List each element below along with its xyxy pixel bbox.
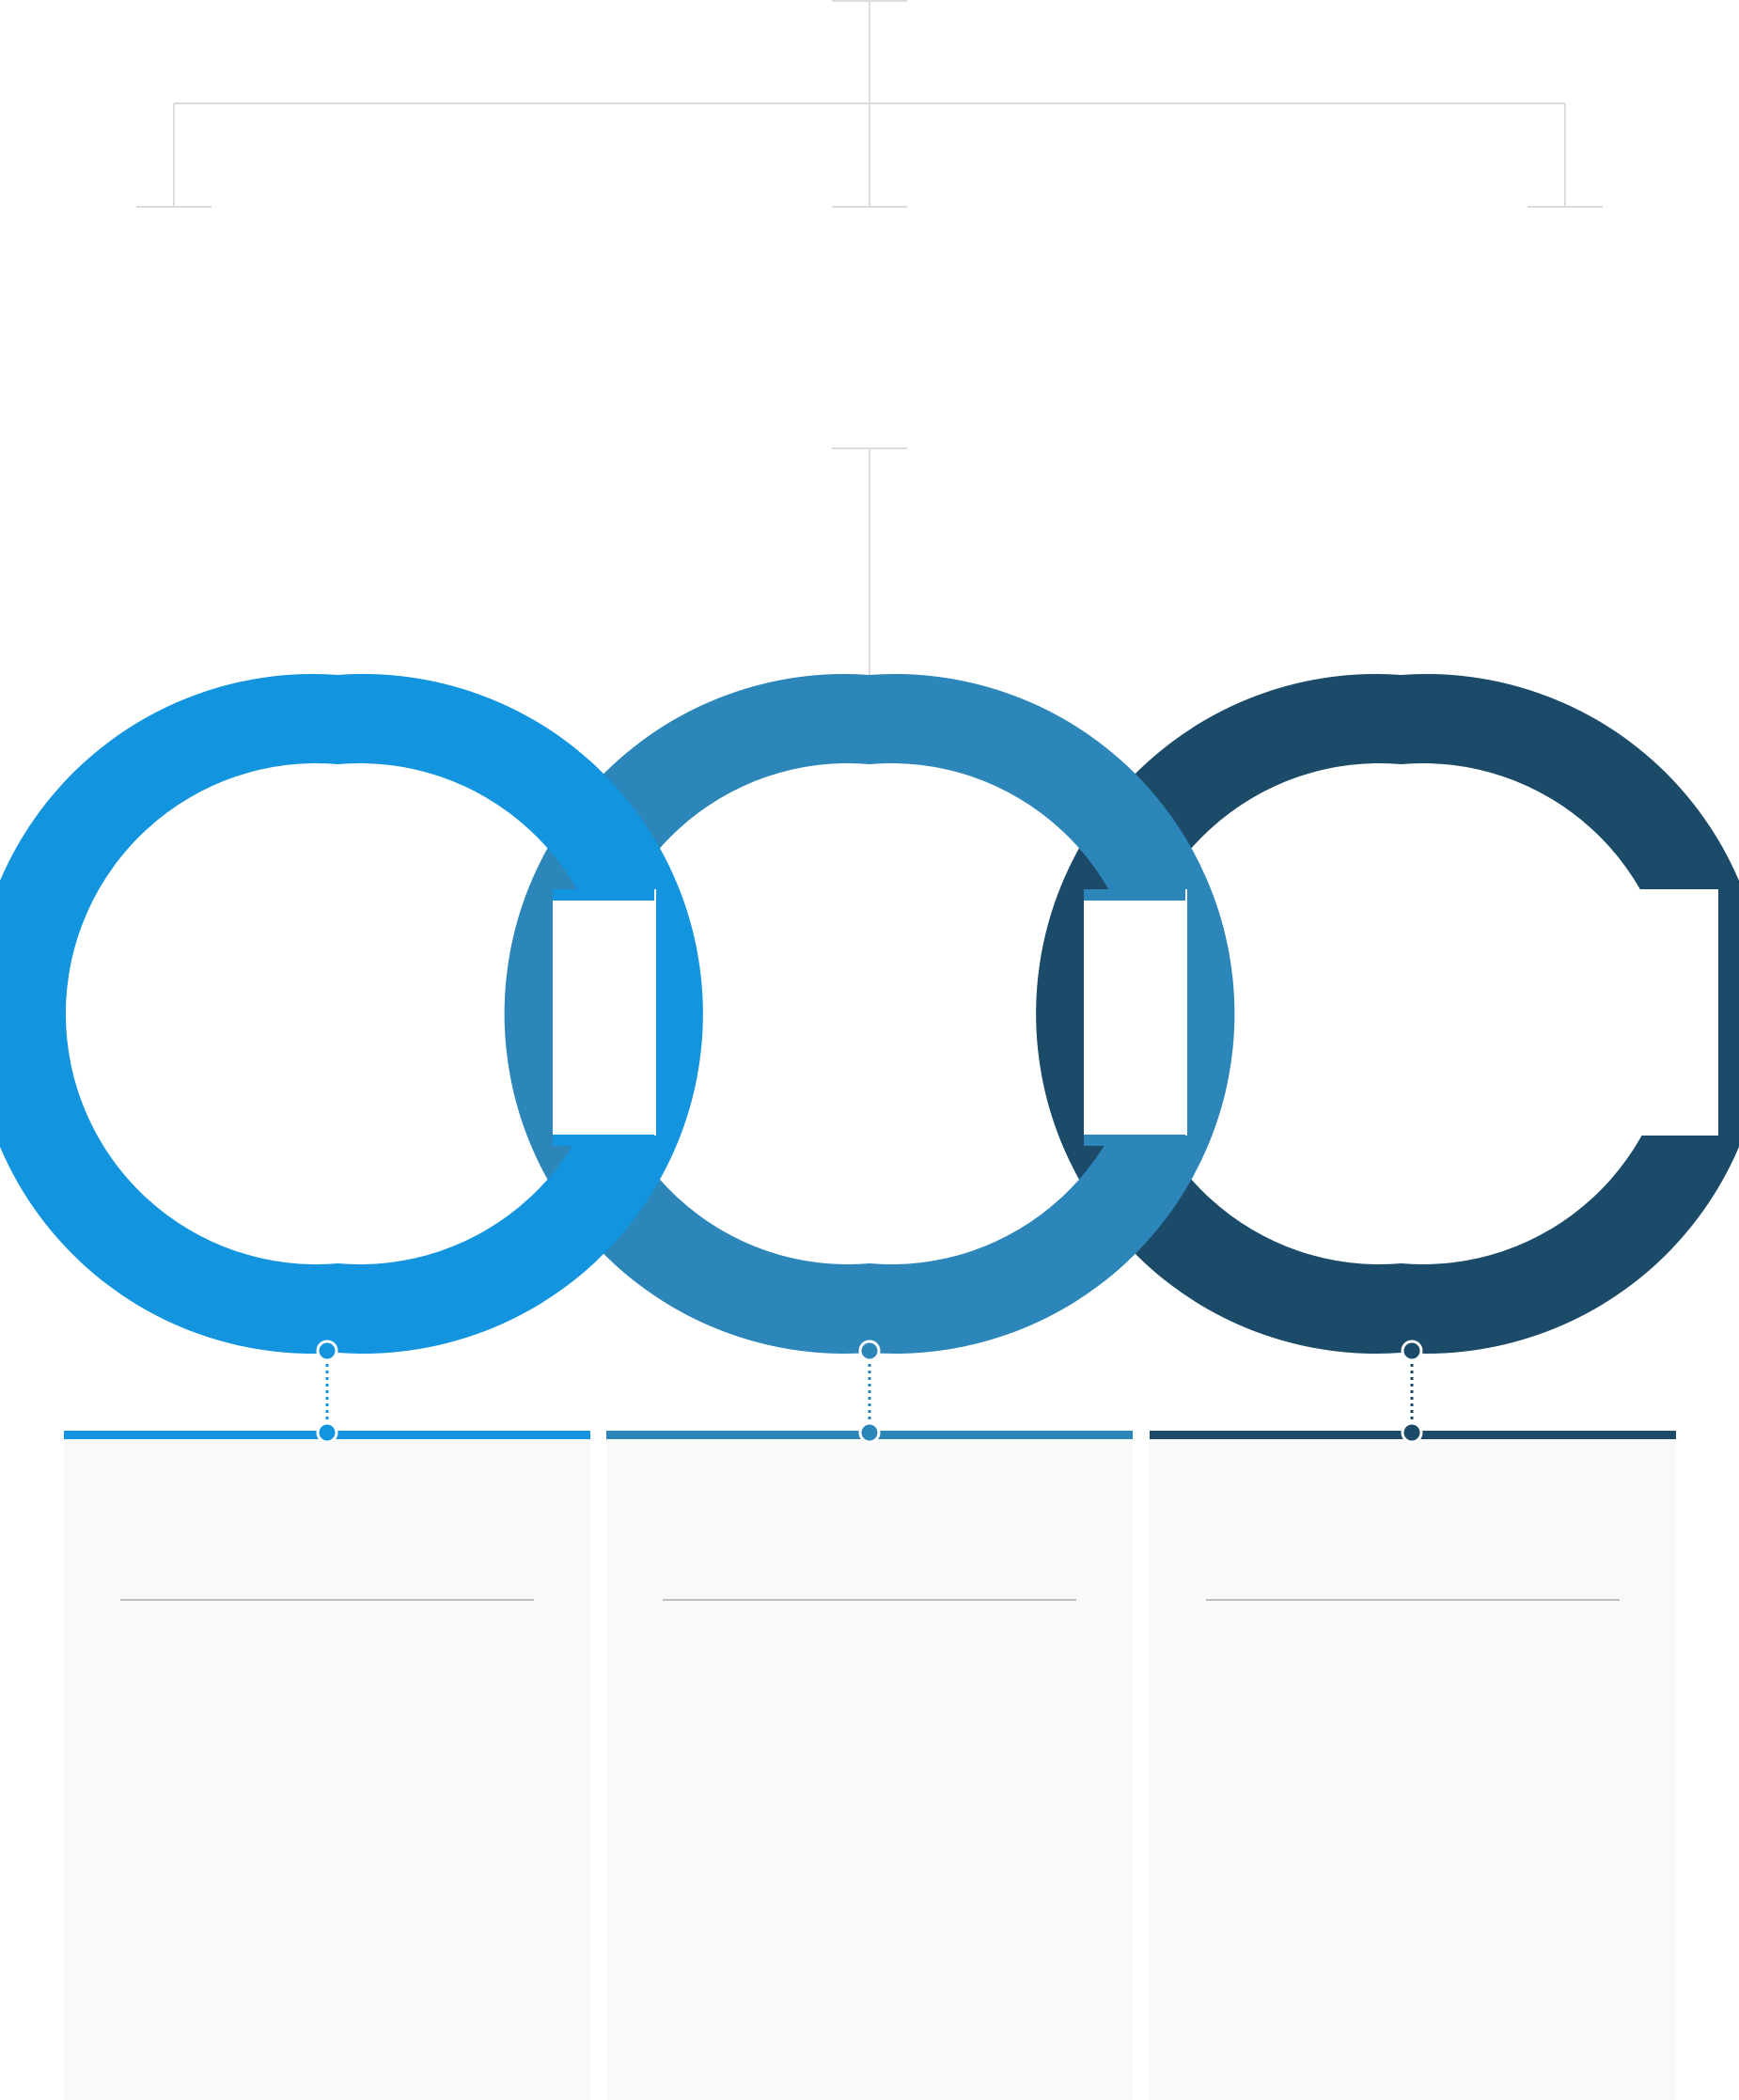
rings-layer bbox=[0, 674, 1739, 1354]
ring-card-connectors bbox=[316, 1340, 1423, 1444]
card-2-panel bbox=[606, 1434, 1133, 2100]
cards-layer bbox=[64, 1431, 1676, 2100]
connector-2-top-node bbox=[858, 1340, 881, 1362]
ring-1-bottom-tab bbox=[553, 1135, 654, 1146]
ring-1-top-tab bbox=[553, 889, 654, 901]
ring-3-gap bbox=[1615, 889, 1718, 1136]
card-1 bbox=[64, 1431, 590, 2100]
middle-connector bbox=[832, 447, 907, 675]
ring-2-top-tab bbox=[1084, 889, 1185, 901]
connector-2-bottom-node bbox=[858, 1421, 881, 1444]
connector-3 bbox=[1401, 1340, 1423, 1444]
card-2 bbox=[606, 1431, 1133, 2100]
ring-1-gap bbox=[553, 889, 656, 1136]
connector-3-top-node bbox=[1401, 1340, 1423, 1362]
card-3 bbox=[1150, 1431, 1676, 2100]
connector-1-top-node bbox=[316, 1340, 338, 1362]
connector-3-bottom-node bbox=[1401, 1421, 1423, 1444]
ring-2-bottom-tab bbox=[1084, 1135, 1185, 1146]
connector-1-bottom-node bbox=[316, 1421, 338, 1444]
connector-1 bbox=[316, 1340, 338, 1444]
connector-2 bbox=[858, 1340, 881, 1444]
ring-2-gap bbox=[1084, 889, 1187, 1136]
top-bracket-connector bbox=[136, 0, 1603, 208]
card-3-panel bbox=[1150, 1434, 1676, 2100]
card-1-panel bbox=[64, 1434, 590, 2100]
